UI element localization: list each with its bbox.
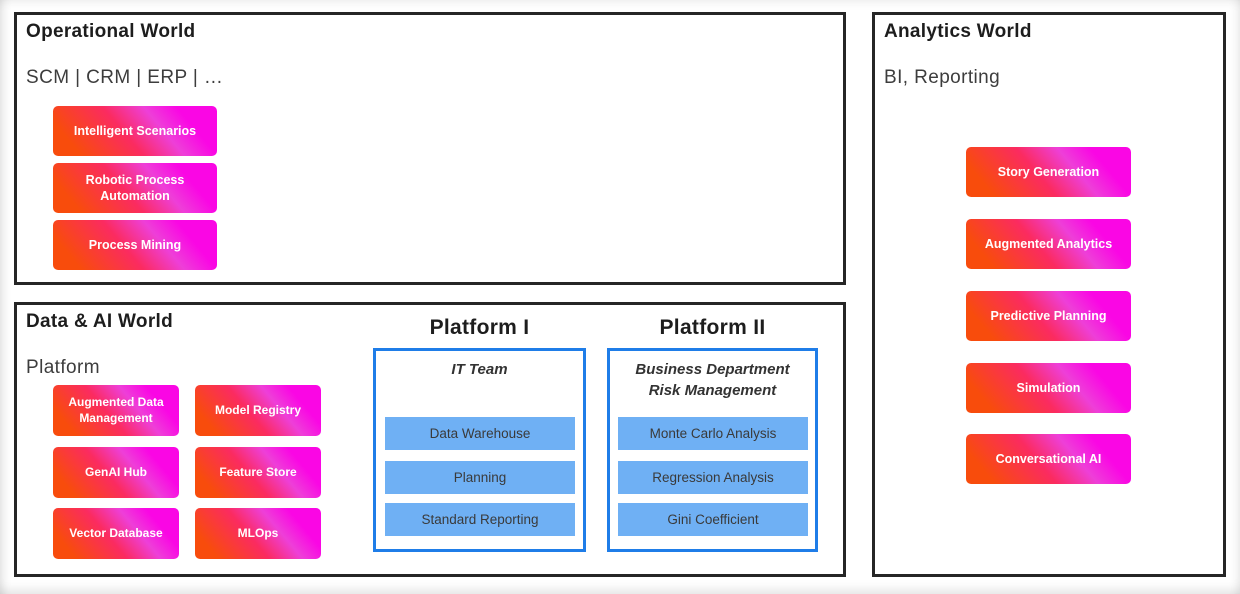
operational-world-title: Operational World: [26, 21, 196, 42]
chip-augmented-analytics: Augmented Analytics: [966, 219, 1131, 269]
data-ai-world-title: Data & AI World: [26, 311, 174, 332]
data-ai-world-subtitle: Platform: [26, 357, 100, 378]
block-planning: Planning: [385, 461, 575, 494]
block-monte-carlo-analysis: Monte Carlo Analysis: [618, 417, 808, 450]
chip-model-registry: Model Registry: [195, 385, 321, 436]
platform-1-team-label: IT Team: [451, 361, 508, 378]
block-regression-analysis: Regression Analysis: [618, 461, 808, 494]
chip-intelligent-scenarios: Intelligent Scenarios: [53, 106, 217, 156]
chip-robotic-process-automation: Robotic Process Automation: [53, 163, 217, 213]
chip-conversational-ai: Conversational AI: [966, 434, 1131, 484]
chip-genai-hub: GenAI Hub: [53, 447, 179, 498]
block-gini-coefficient: Gini Coefficient: [618, 503, 808, 536]
operational-world-box: Operational World SCM | CRM | ERP | … In…: [14, 12, 846, 285]
chip-vector-database: Vector Database: [53, 508, 179, 559]
chip-story-generation: Story Generation: [966, 147, 1131, 197]
chip-simulation: Simulation: [966, 363, 1131, 413]
chip-augmented-data-management: Augmented Data Management: [53, 385, 179, 436]
chip-feature-store: Feature Store: [195, 447, 321, 498]
platform-2-box: Business Department Risk Management Mont…: [607, 348, 818, 552]
platform-1-heading: Platform I: [429, 316, 530, 339]
platform-2-team-label: Business Department Risk Management: [635, 361, 790, 399]
platform-1-box: IT Team Data Warehouse Planning Standard…: [373, 348, 586, 552]
analytics-world-subtitle: BI, Reporting: [884, 67, 1001, 88]
analytics-world-title: Analytics World: [884, 21, 1032, 42]
platform-2-heading: Platform II: [659, 316, 766, 339]
chip-predictive-planning: Predictive Planning: [966, 291, 1131, 341]
block-standard-reporting: Standard Reporting: [385, 503, 575, 536]
chip-process-mining: Process Mining: [53, 220, 217, 270]
analytics-world-box: Analytics World BI, Reporting Story Gene…: [872, 12, 1226, 577]
data-ai-world-box: Data & AI World Platform Augmented Data …: [14, 302, 846, 577]
operational-world-subtitle: SCM | CRM | ERP | …: [26, 67, 224, 88]
block-data-warehouse: Data Warehouse: [385, 417, 575, 450]
chip-mlops: MLOps: [195, 508, 321, 559]
